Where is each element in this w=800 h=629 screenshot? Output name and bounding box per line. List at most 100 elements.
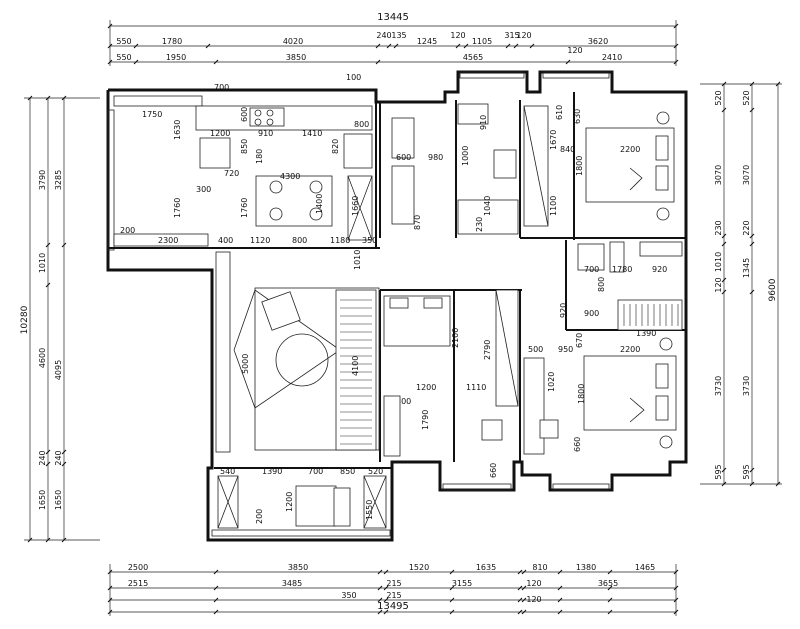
dim-label: 600 xyxy=(240,107,249,122)
dim-label: 840 xyxy=(560,145,575,154)
nightstand-lamp-icon xyxy=(656,207,670,221)
tick-mark xyxy=(386,43,392,49)
top-dim: 120 xyxy=(516,31,531,40)
dim-label: 1000 xyxy=(461,146,470,166)
tick-mark xyxy=(749,289,755,295)
tick-mark xyxy=(107,585,113,591)
dim-label: 2790 xyxy=(483,340,492,360)
dim-label: 1020 xyxy=(547,372,556,392)
tick-mark xyxy=(383,597,389,603)
top-dim: 3850 xyxy=(286,53,306,62)
tick-mark xyxy=(673,585,679,591)
bottom-dim: 1635 xyxy=(476,563,496,572)
dim-label: 1100 xyxy=(549,196,558,216)
tick-mark xyxy=(383,585,389,591)
tick-mark xyxy=(375,43,381,49)
left-dimensions: 10280 3790 1010 4600 240 1650 3285 4095 … xyxy=(20,95,100,543)
tick-mark xyxy=(517,585,523,591)
dim-label: 1200 xyxy=(416,383,436,392)
dim-label: 1790 xyxy=(421,410,430,430)
tick-mark xyxy=(517,609,523,615)
dim-label: 230 xyxy=(475,217,484,232)
dim-label: 2200 xyxy=(620,145,640,154)
top-dim: 120 xyxy=(450,31,465,40)
sofa xyxy=(335,289,377,451)
kitchen-counter-top xyxy=(113,95,203,107)
tick-mark xyxy=(27,95,33,101)
tick-mark xyxy=(107,569,113,575)
tick-mark xyxy=(721,467,727,473)
dim-label: 800 xyxy=(292,236,307,245)
tick-mark xyxy=(775,481,781,487)
tick-mark xyxy=(505,43,511,49)
tick-mark xyxy=(383,569,389,575)
left-dim: 1010 xyxy=(38,253,47,273)
kitchen-dining: 700 1750 1630 1200 910 1410 800 600 850 … xyxy=(113,73,377,247)
armchair xyxy=(261,291,301,331)
dim-label: 670 xyxy=(575,333,584,348)
dim-label: 200 xyxy=(120,226,135,235)
right-dim: 3070 xyxy=(742,165,751,185)
coffee-table xyxy=(275,333,329,387)
living-room: 1010 5000 4100 300 1790 1200 1110 550 27… xyxy=(215,250,515,453)
dim-label: 1630 xyxy=(173,120,182,140)
top-dim: 4020 xyxy=(283,37,303,46)
sink-icon xyxy=(343,133,373,169)
top-dim: 4565 xyxy=(463,53,483,62)
bottom-dim: 215 xyxy=(386,579,401,588)
dining-chair xyxy=(309,180,323,194)
dim-label: 800 xyxy=(597,277,606,292)
second-bedroom: 2200 1020 1800 660 660 xyxy=(489,337,677,478)
tick-mark xyxy=(61,242,67,248)
tick-mark xyxy=(393,43,399,49)
bathroom-right: 700 1780 920 800 900 920 670 1390 500 95… xyxy=(528,241,683,354)
tick-mark xyxy=(721,481,727,487)
tick-mark xyxy=(517,569,523,575)
balcony-table xyxy=(295,485,337,527)
right-dimensions: 520 3070 230 1010 120 3730 595 520 3070 … xyxy=(700,81,782,487)
dim-label: 4300 xyxy=(280,172,300,181)
tick-mark xyxy=(607,609,613,615)
fridge-icon xyxy=(199,137,231,169)
right-dim: 1010 xyxy=(714,252,723,272)
tick-mark xyxy=(45,282,51,288)
washbasin-icon xyxy=(457,103,489,125)
dim-label: 1400 xyxy=(315,194,324,214)
tick-mark xyxy=(213,609,219,615)
dim-label: 1760 xyxy=(240,198,249,218)
tick-mark xyxy=(61,461,67,467)
right-dim: 520 xyxy=(742,90,751,105)
top-dim: 1245 xyxy=(417,37,437,46)
toilet-icon xyxy=(493,149,517,179)
tick-mark xyxy=(521,569,527,575)
dim-label: 660 xyxy=(489,463,498,478)
tick-mark xyxy=(377,609,383,615)
top-dim: 1780 xyxy=(162,37,182,46)
dim-label: 300 xyxy=(396,397,411,406)
dim-label: 800 xyxy=(354,120,369,129)
tick-mark xyxy=(607,585,613,591)
stove-icon xyxy=(249,107,285,127)
left-dim: 3790 xyxy=(38,170,47,190)
tick-mark xyxy=(557,609,563,615)
dim-label: 900 xyxy=(584,309,599,318)
tick-mark xyxy=(383,609,389,615)
right-dim: 120 xyxy=(714,277,723,292)
desk-chair xyxy=(539,419,559,439)
tick-mark xyxy=(521,609,527,615)
dim-label: 1200 xyxy=(210,129,230,138)
dim-label: 910 xyxy=(479,115,488,130)
dim-label: 950 xyxy=(558,345,573,354)
left-dim: 3285 xyxy=(54,170,63,190)
tick-mark xyxy=(517,597,523,603)
bottom-dim: 350 xyxy=(341,591,356,600)
tick-mark xyxy=(107,609,113,615)
dim-label: 4100 xyxy=(351,356,360,376)
top-dimensions: 13445 550 1780 4020 240 135 1245 120 110… xyxy=(107,12,679,66)
nightstand-lamp-icon xyxy=(659,435,673,449)
tick-mark xyxy=(45,242,51,248)
tick-mark xyxy=(449,569,455,575)
bottom-total-dim: 13495 xyxy=(377,601,409,612)
